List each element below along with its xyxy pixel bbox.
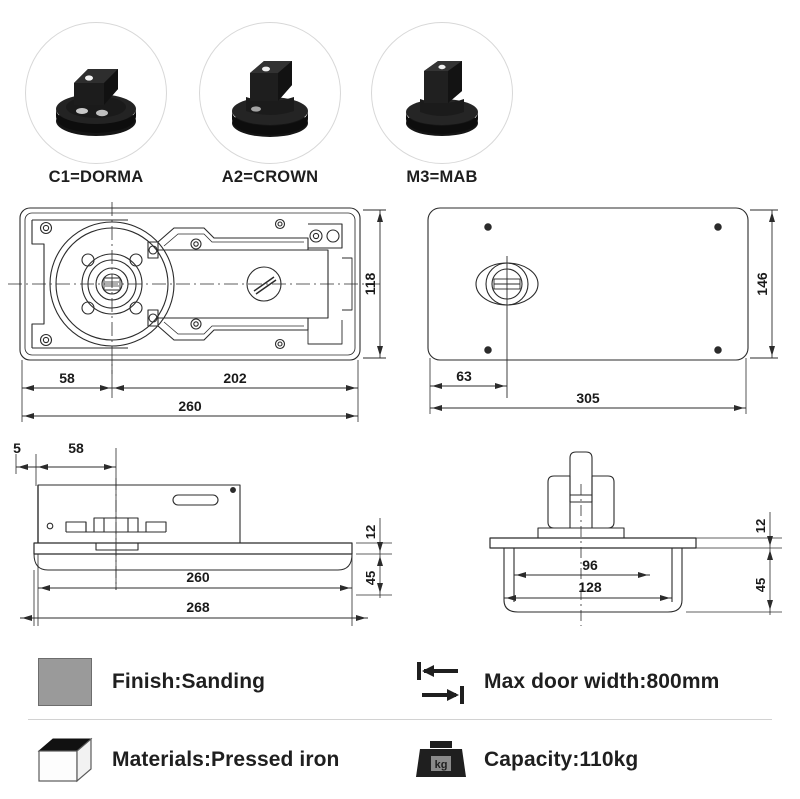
door-width-arrows-icon xyxy=(408,653,474,711)
dim-section-body-length: 260 xyxy=(186,569,210,585)
legend-item-materials: Materials:Pressed iron xyxy=(0,723,400,797)
dim-cover-offset: 63 xyxy=(456,368,472,384)
spindle-option-1: A2=CROWN xyxy=(190,22,350,187)
dim-section-body-height: 45 xyxy=(363,571,378,585)
legend-row-1: Materials:Pressed iron kg Capacity:110kg xyxy=(0,723,800,797)
dim-section-offset: 58 xyxy=(68,440,84,456)
side-section-body: 5 58 xyxy=(8,440,398,640)
spindle-option-2: M3=MAB xyxy=(362,22,522,187)
legend-finish-label: Finish:Sanding xyxy=(112,670,266,693)
spindle-label-1: A2=CROWN xyxy=(221,168,319,186)
spindle-mab-photo xyxy=(406,61,478,136)
legend-capacity-label: Capacity:110kg xyxy=(484,748,639,771)
dim-end-inner-width: 96 xyxy=(582,557,598,573)
specification-legend: Finish:Sanding Max door wi xyxy=(0,645,800,799)
spindle-photo-circle-2 xyxy=(371,22,513,164)
spindle-photo-circle-1 xyxy=(199,22,341,164)
dim-section-plate-thickness: 12 xyxy=(363,525,378,539)
spindle-type-row: C1=DORMA A2=CROWN xyxy=(0,22,800,192)
finish-swatch-icon xyxy=(32,653,98,711)
plan-view-cover-plate: 146 63 305 xyxy=(412,198,800,430)
svg-text:kg: kg xyxy=(435,759,448,771)
legend-divider xyxy=(28,719,772,720)
end-section-view: 96 128 12 45 xyxy=(460,440,800,640)
legend-max-door-width-label: Max door width:800mm xyxy=(484,670,720,693)
dim-cover-width: 146 xyxy=(754,272,770,296)
dim-end-plate-thickness: 12 xyxy=(753,519,768,533)
dim-plan-overall-length: 260 xyxy=(178,398,202,414)
spindle-dorma-photo xyxy=(56,69,136,136)
dim-plan-width: 118 xyxy=(362,272,378,295)
legend-row-0: Finish:Sanding Max door wi xyxy=(0,645,800,719)
weight-capacity-icon: kg xyxy=(408,731,474,789)
dim-cover-overall-length: 305 xyxy=(576,390,600,406)
spindle-crown-photo xyxy=(232,61,308,137)
legend-item-finish: Finish:Sanding xyxy=(0,645,400,719)
dim-plan-span: 202 xyxy=(223,370,247,386)
dim-plan-offset: 58 xyxy=(59,370,75,386)
dim-end-body-height: 45 xyxy=(753,578,768,592)
dim-end-outer-width: 128 xyxy=(578,579,602,595)
pressed-iron-box-icon xyxy=(32,731,98,789)
spindle-option-0: C1=DORMA xyxy=(16,22,176,187)
dim-section-overall-length: 268 xyxy=(186,599,210,615)
legend-materials-label: Materials:Pressed iron xyxy=(112,748,340,771)
legend-item-capacity: kg Capacity:110kg xyxy=(400,723,800,797)
plan-view-body: 118 58 202 260 xyxy=(8,198,398,430)
dim-section-edge: 5 xyxy=(13,440,21,456)
spindle-label-2: M3=MAB xyxy=(406,168,478,186)
spindle-photo-circle-0 xyxy=(25,22,167,164)
spindle-label-0: C1=DORMA xyxy=(48,168,144,186)
legend-item-max-door-width: Max door width:800mm xyxy=(400,645,800,719)
